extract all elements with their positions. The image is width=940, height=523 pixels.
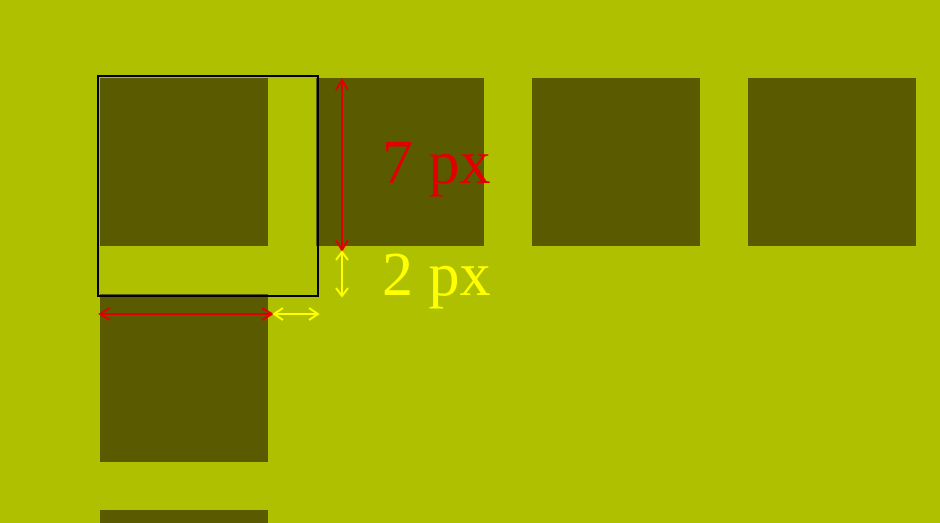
tile-r1-c2 bbox=[316, 78, 484, 246]
tile-r1-c1 bbox=[100, 78, 268, 246]
tile-r2-c1 bbox=[100, 294, 268, 462]
tile-r3-c1 bbox=[100, 510, 268, 523]
gap-size-label: 2 px bbox=[382, 241, 491, 309]
cell-highlight-box bbox=[97, 75, 319, 297]
tile-size-label: 7 px bbox=[382, 129, 491, 197]
tile-width-arrow bbox=[98, 307, 274, 321]
tile-r1-c3 bbox=[532, 78, 700, 246]
gap-height-arrow bbox=[335, 250, 349, 298]
tile-height-arrow bbox=[335, 78, 349, 252]
gap-width-arrow bbox=[272, 307, 320, 321]
tile-r1-c4 bbox=[748, 78, 916, 246]
